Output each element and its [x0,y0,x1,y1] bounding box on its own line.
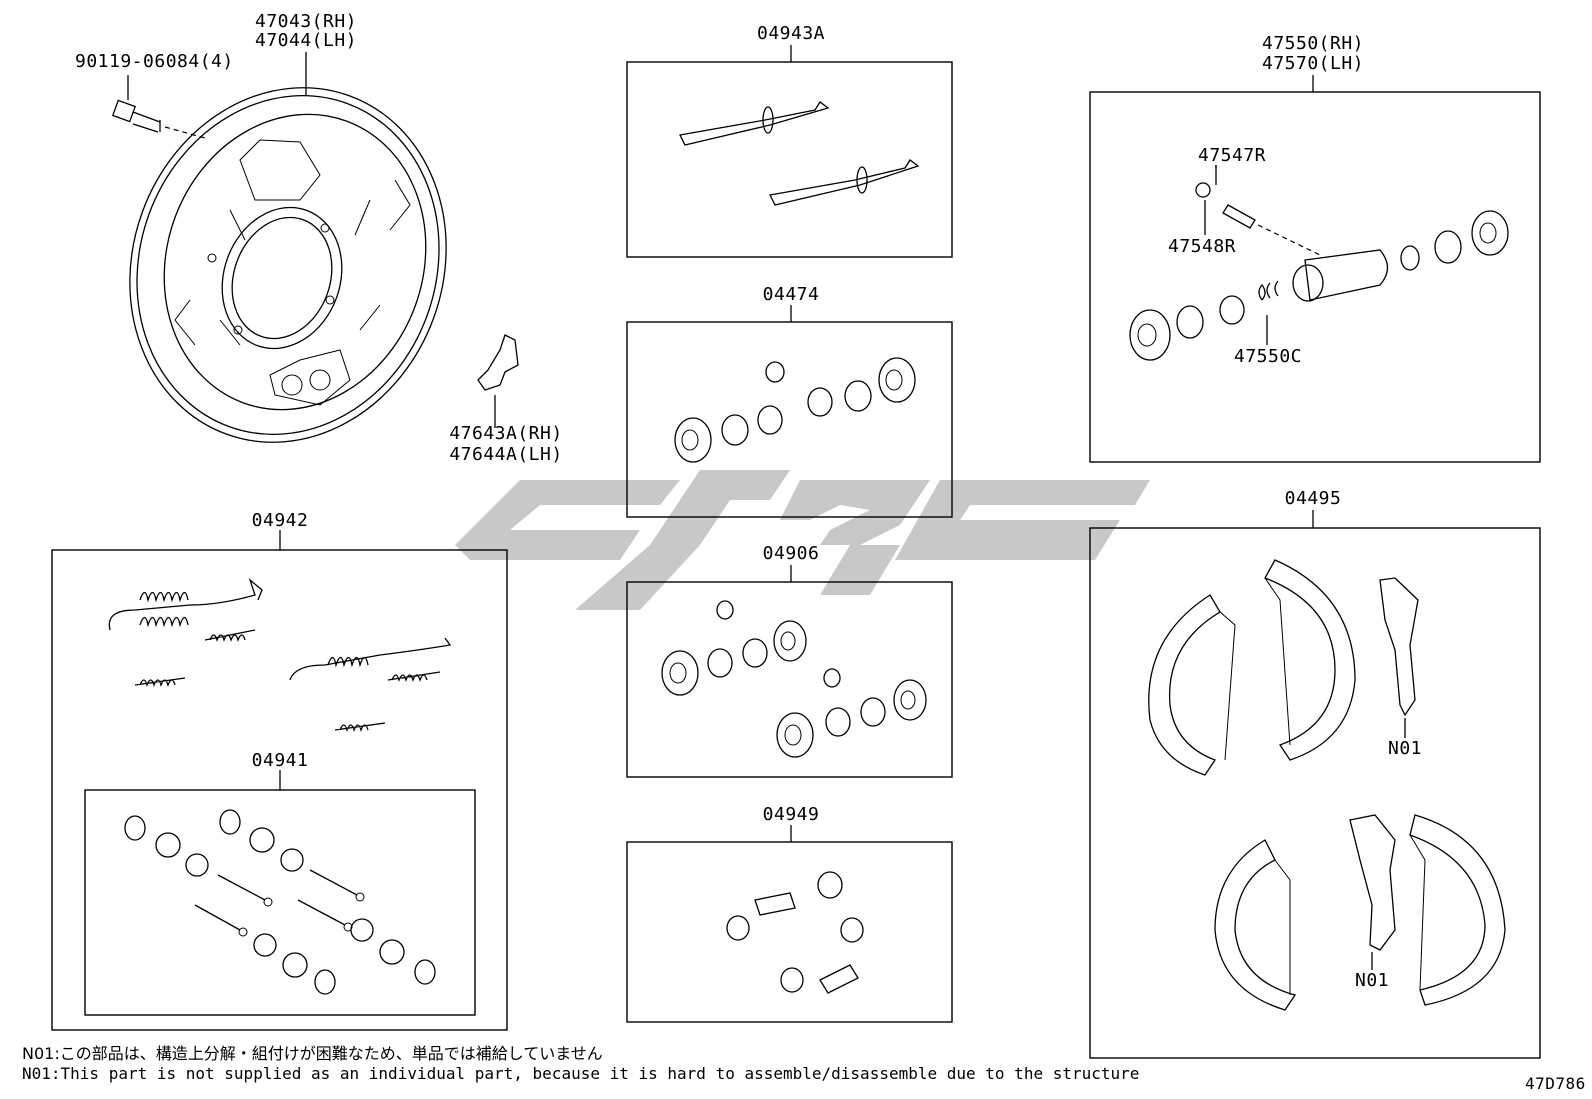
label-bracket-rh: 47643A(RH) [449,423,563,444]
brake-shoes-drawing [1148,559,1506,1011]
note-english: N01:This part is not supplied as an indi… [22,1064,1140,1083]
label-bracket-lh: 47644A(LH) [449,444,563,465]
cylinder-kit-04474-box [626,321,953,518]
label-bolt: 90119-06084(4) [75,51,234,72]
label-backing-plate-lh: 47044(LH) [254,30,358,51]
label-backing-plate-rh: 47043(RH) [254,11,358,32]
backing-plate-drawing [129,52,447,443]
boot-kit-box [626,841,953,1023]
shoe-kit-box [1089,527,1541,1059]
bolt-drawing [111,75,206,139]
watermark-logo [455,470,1150,610]
label-cylinder-kit-04906: 04906 [762,543,820,564]
label-adjuster-kit: 04943A [756,23,826,44]
label-shoe-kit: 04495 [1284,488,1342,509]
diagram-code: 47D786 [1525,1074,1586,1093]
label-wheel-cylinder-rh: 47550(RH) [1261,33,1365,54]
cylinder-kit-04906-box [626,581,953,778]
label-bleeder-plug: 47547R [1197,145,1267,166]
wheel-cylinder-box [1089,91,1541,463]
label-cylinder-kit-04474: 04474 [762,284,820,305]
label-wheel-cylinder-lh: 47570(LH) [1261,53,1365,74]
boot-kit-parts [726,871,864,994]
adjusters-drawing [679,101,920,206]
bracket-drawing [477,334,519,428]
label-n01-lower: N01 [1354,970,1390,991]
label-boot-kit: 04949 [762,804,820,825]
springs-drawing [108,578,452,732]
adjuster-kit-box [626,61,953,258]
label-hardware-kit: 04941 [251,750,309,771]
hardware-parts-drawing [124,809,436,995]
cylinder-kit-04906-parts [661,600,927,758]
label-bleeder-cap: 47548R [1167,236,1237,257]
label-cylinder-spring: 47550C [1233,346,1303,367]
label-n01-upper: N01 [1387,738,1423,759]
hardware-kit-box [84,789,476,1016]
label-spring-kit: 04942 [251,510,309,531]
wheel-cylinder-drawing [1129,165,1509,361]
note-japanese: N01:この部品は、構造上分解・組付けが困難なため、単品では補給していません [22,1044,603,1063]
cylinder-kit-04474-parts [674,357,916,463]
spring-kit-box [51,549,508,1031]
